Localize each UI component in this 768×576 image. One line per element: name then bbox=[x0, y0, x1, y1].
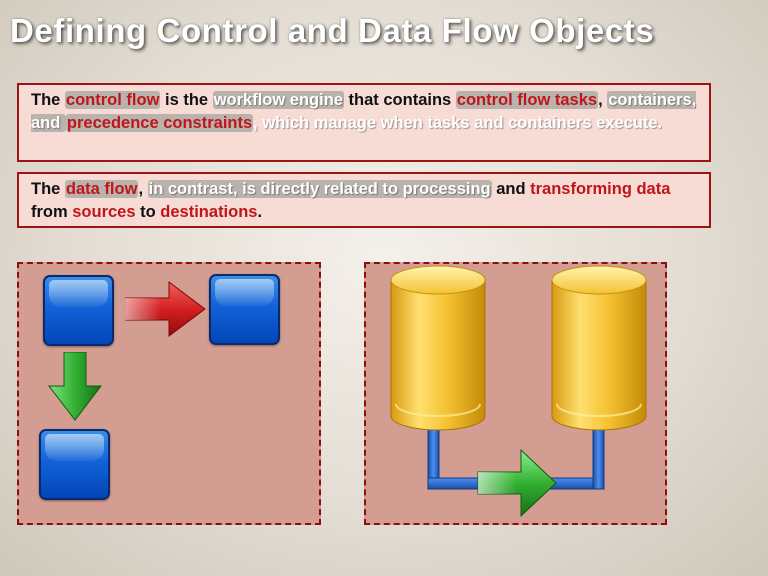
text-run: and bbox=[491, 180, 531, 198]
control-flow-panel bbox=[17, 262, 321, 525]
highlight-control-flow: control flow bbox=[64, 91, 161, 109]
data-flow-panel bbox=[364, 262, 667, 525]
highlight-in-contrast: in contrast, is directly related to proc… bbox=[147, 180, 492, 198]
control-flow-description: The control flow is the workflow engine … bbox=[17, 83, 711, 162]
text-run: that contains bbox=[343, 91, 456, 109]
blue-task-box-icon bbox=[39, 429, 110, 500]
blue-task-box-icon bbox=[43, 275, 114, 346]
database-cylinder-icon bbox=[551, 265, 647, 431]
text-run: is the bbox=[160, 91, 213, 109]
text-run: The bbox=[31, 91, 65, 109]
text-run: . bbox=[257, 203, 263, 221]
green-arrow-icon bbox=[47, 352, 103, 421]
text-transforming-data: transforming data bbox=[530, 180, 671, 198]
text-run: The bbox=[31, 180, 65, 198]
highlight-workflow-engine: workflow engine bbox=[212, 91, 344, 109]
red-arrow-icon bbox=[125, 281, 206, 337]
green-arrow-icon bbox=[477, 448, 557, 518]
database-cylinder-icon bbox=[390, 265, 486, 431]
text-sources: sources bbox=[72, 203, 136, 221]
slide-title: Defining Control and Data Flow Objects bbox=[10, 12, 655, 49]
text-run-white: , which manage when tasks and containers… bbox=[253, 114, 663, 132]
blue-task-box-icon bbox=[209, 274, 280, 345]
text-destinations: destinations bbox=[160, 203, 258, 221]
text-run: from bbox=[31, 203, 73, 221]
highlight-data-flow: data flow bbox=[64, 180, 139, 198]
pipe-segment bbox=[592, 423, 605, 490]
text-run: , bbox=[138, 180, 148, 198]
data-flow-description: The data flow, in contrast, is directly … bbox=[17, 172, 711, 228]
highlight-precedence-constraints: precedence constraints bbox=[65, 114, 254, 132]
highlight-control-flow-tasks: control flow tasks bbox=[455, 91, 599, 109]
data-flow-diagram bbox=[390, 265, 647, 518]
text-run: , bbox=[598, 91, 608, 109]
text-run: to bbox=[135, 203, 161, 221]
